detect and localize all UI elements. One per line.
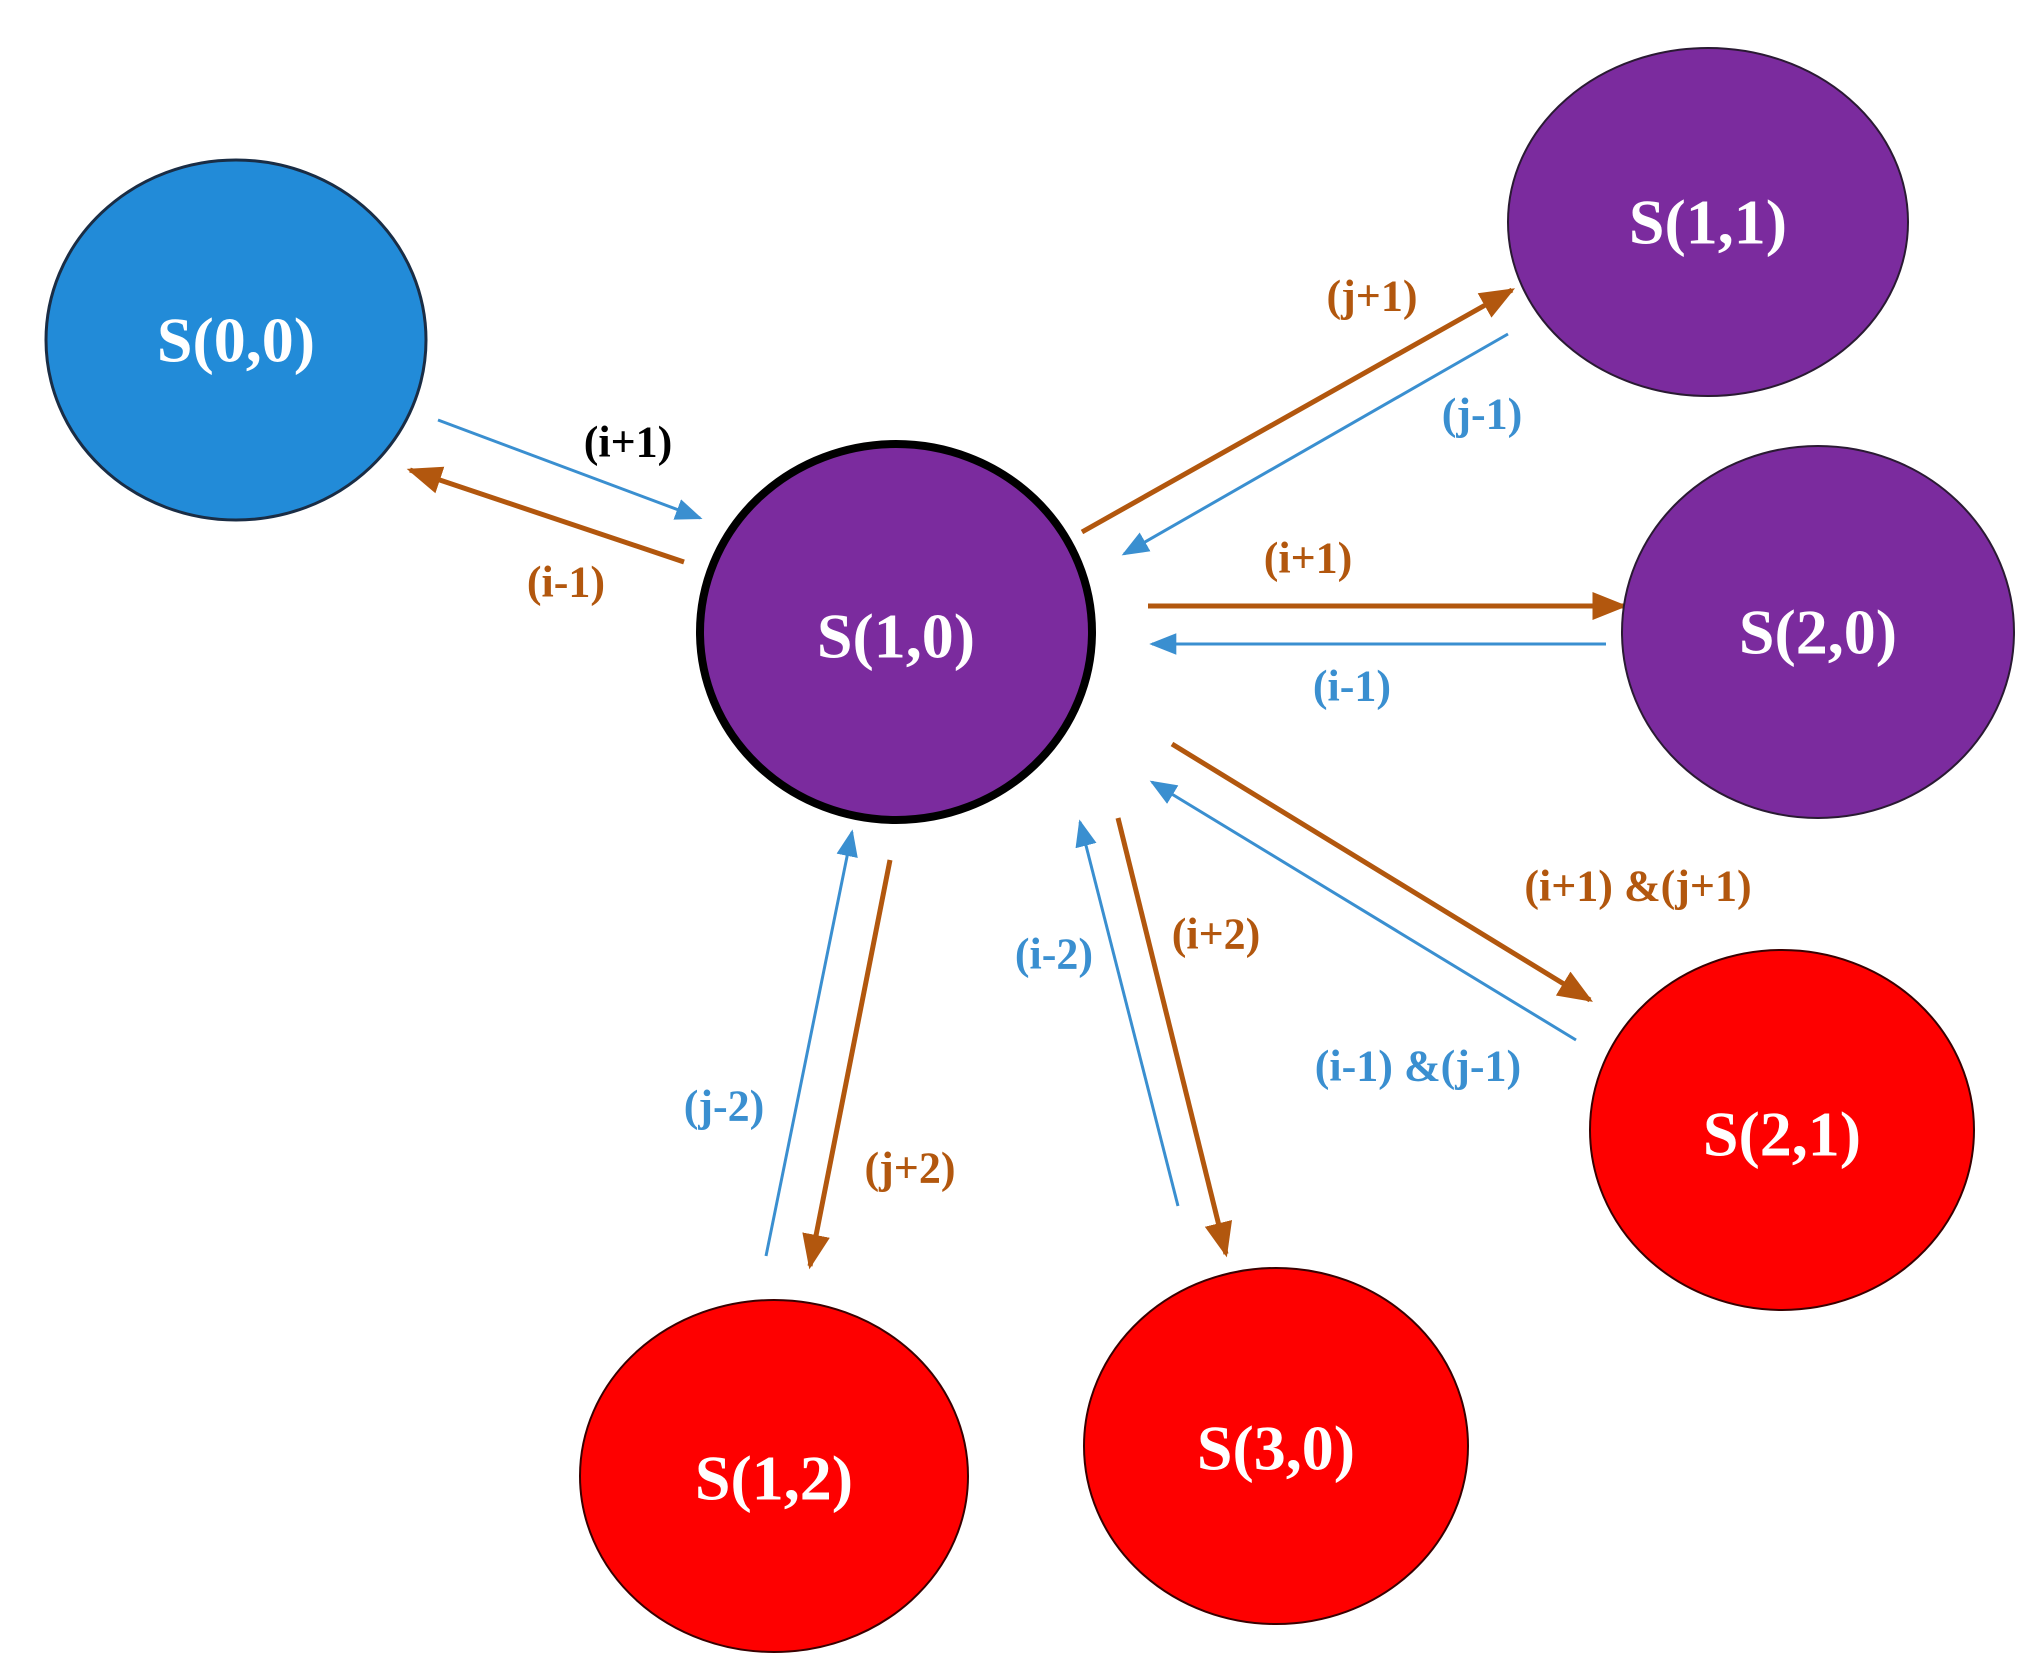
node-s10-circle	[696, 440, 1096, 824]
arrow-s10-to-s12	[802, 859, 893, 1270]
nodes: S(0,0) S(1,0) S(1,1) S(2,0) S(2,1) S(1,2…	[44, 47, 2015, 1653]
label-s10-to-s21: (i+1) &(j+1)	[1524, 862, 1751, 911]
node-s21-label: S(2,1)	[1703, 1099, 1861, 1170]
node-s00: S(0,0)	[44, 158, 428, 522]
label-s30-to-s10: (i-2)	[1015, 930, 1093, 979]
node-s30: S(3,0)	[1083, 1267, 1469, 1625]
node-s21-circle	[1589, 949, 1975, 1311]
arrow-s10-to-s00	[406, 466, 685, 565]
node-s00-circle	[44, 158, 428, 522]
label-s10-to-s11: (j+1)	[1326, 272, 1417, 321]
arrow-s11-to-s10	[1121, 332, 1509, 556]
label-s11-to-s10: (j-1)	[1442, 390, 1523, 439]
label-s10-to-s00: (i-1)	[527, 558, 605, 607]
node-s12-circle	[579, 1299, 969, 1653]
arrow-s10-to-s30	[1115, 817, 1233, 1258]
node-s20-label: S(2,0)	[1739, 597, 1897, 668]
edge-labels: (i+1) (i-1) (j+1) (j-1) (i+1) (i-1) (i+1…	[527, 272, 1752, 1193]
node-s21: S(2,1)	[1589, 949, 1975, 1311]
node-s20-circle	[1621, 445, 2015, 819]
node-s11-label: S(1,1)	[1629, 187, 1787, 258]
node-s12: S(1,2)	[579, 1299, 969, 1653]
label-s10-to-s20: (i+1)	[1264, 534, 1353, 583]
arrow-s30-to-s10	[1075, 819, 1180, 1207]
node-s30-label: S(3,0)	[1197, 1413, 1355, 1484]
node-s10-label: S(1,0)	[817, 601, 975, 672]
arrow-s10-to-s11	[1080, 287, 1516, 535]
label-s21-to-s10: (i-1) &(j-1)	[1315, 1042, 1521, 1091]
arrow-s00-to-s10	[437, 418, 703, 520]
label-s20-to-s10: (i-1)	[1313, 662, 1391, 711]
node-s11-circle	[1507, 47, 1909, 397]
arrow-s21-to-s10	[1149, 780, 1577, 1042]
node-s12-label: S(1,2)	[695, 1443, 853, 1514]
arrow-s10-to-s21	[1170, 741, 1593, 1003]
node-s20: S(2,0)	[1621, 445, 2015, 819]
arrow-s12-to-s10	[764, 829, 858, 1257]
arrows	[406, 287, 1628, 1270]
label-s10-to-s12: (j+2)	[864, 1144, 955, 1193]
node-s00-label: S(0,0)	[157, 305, 315, 376]
node-s10: S(1,0)	[696, 440, 1096, 824]
label-s00-to-s10: (i+1)	[584, 418, 673, 467]
label-s10-to-s30: (i+2)	[1172, 910, 1261, 959]
node-s11: S(1,1)	[1507, 47, 1909, 397]
label-s12-to-s10: (j-2)	[684, 1082, 765, 1131]
node-s30-circle	[1083, 1267, 1469, 1625]
